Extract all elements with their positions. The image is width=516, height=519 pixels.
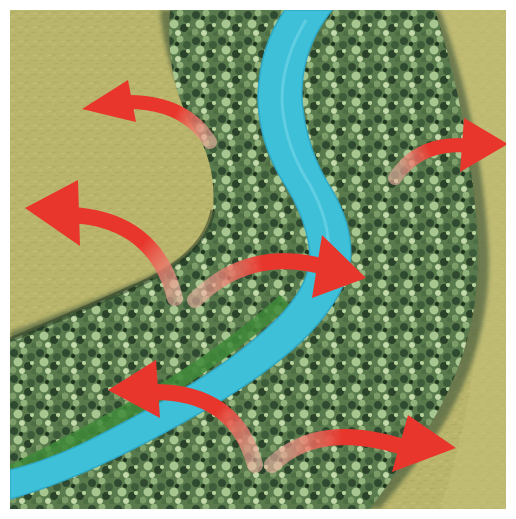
riparian-forest-illustration	[10, 10, 506, 509]
landscape-svg	[10, 10, 506, 509]
